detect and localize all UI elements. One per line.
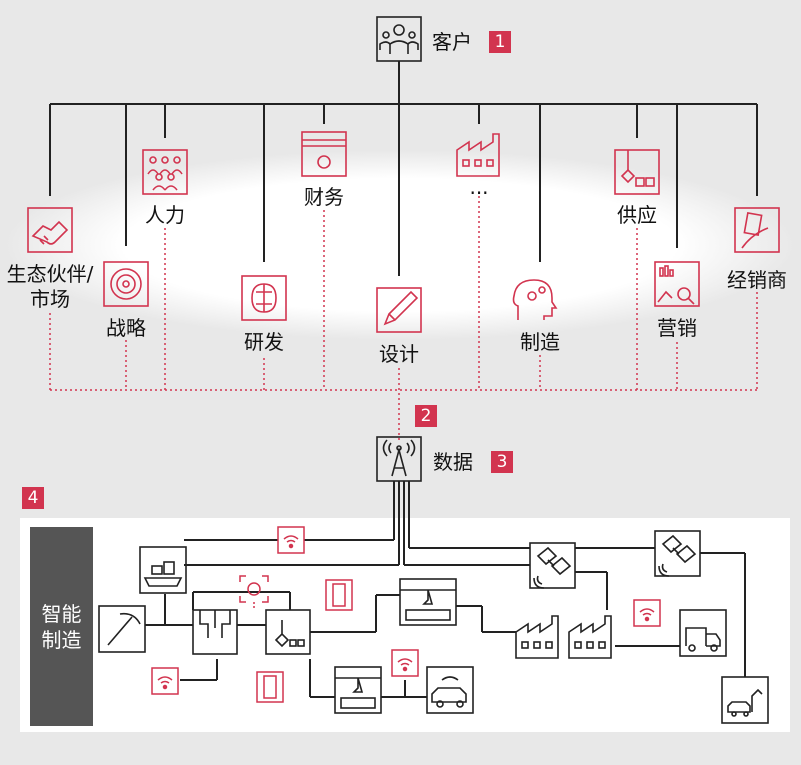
badge-1: 1 (489, 31, 511, 53)
factory-connectors (145, 481, 746, 698)
wifi-icon (151, 667, 179, 695)
customer-icon (376, 16, 422, 62)
design-label: 设计 (379, 342, 419, 366)
manufacturing-label: 制造 (520, 330, 560, 354)
ecosystem-label-2: 市场 (30, 287, 70, 311)
money-icon (301, 131, 347, 177)
factory-icon (515, 615, 559, 659)
robot-arms-icon (192, 609, 238, 655)
3d-printer-icon (399, 578, 457, 626)
people-icon (142, 149, 188, 195)
ship-icon (139, 546, 187, 594)
marketing-label: 营销 (657, 316, 697, 340)
boxes-icon (614, 149, 660, 195)
data-label: 数据 (433, 450, 473, 474)
satellite-icon (529, 542, 576, 589)
data-flow-lines (49, 196, 758, 440)
3d-printer-icon (334, 666, 382, 714)
scan-icon (239, 575, 269, 603)
factory-icon (568, 615, 612, 659)
finance-label: 财务 (304, 185, 344, 209)
hr-label: 人力 (145, 203, 185, 227)
sidebar-line-1: 智能 (41, 601, 82, 626)
analytics-icon (654, 261, 700, 307)
card-hand-icon (734, 207, 780, 253)
car-icon (426, 666, 474, 714)
brain-icon (241, 275, 287, 321)
phone-icon (256, 671, 284, 703)
factory-icon (456, 133, 500, 177)
ecosystem-label-1: 生态伙伴/ (6, 262, 94, 286)
phone-icon (325, 579, 353, 611)
badge-2: 2 (415, 405, 437, 427)
robot-arm-boxes-icon (265, 609, 311, 655)
pencil-icon (376, 287, 422, 333)
more-label: ... (469, 175, 489, 199)
smart-manufacturing-sidebar: 智能 制造 (30, 527, 93, 726)
truck-icon (679, 609, 727, 657)
sidebar-line-2: 制造 (41, 627, 82, 652)
pickaxe-icon (98, 605, 146, 653)
gear-head-icon (512, 279, 558, 320)
badge-4: 4 (22, 487, 44, 509)
wifi-icon (277, 526, 305, 554)
wifi-icon (633, 599, 661, 627)
badge-3: 3 (491, 451, 513, 473)
target-icon (103, 261, 149, 307)
rnd-label: 研发 (244, 330, 284, 354)
distributor-label: 经销商 (727, 268, 787, 292)
supply-label: 供应 (617, 203, 657, 227)
handshake-icon (27, 207, 73, 253)
antenna-icon (376, 436, 422, 482)
satellite-icon (654, 530, 701, 577)
tree-connectors (49, 61, 758, 276)
car-robot-icon (721, 676, 769, 724)
wifi-icon (391, 649, 419, 677)
customer-label: 客户 (432, 30, 472, 54)
strategy-label: 战略 (106, 316, 146, 340)
